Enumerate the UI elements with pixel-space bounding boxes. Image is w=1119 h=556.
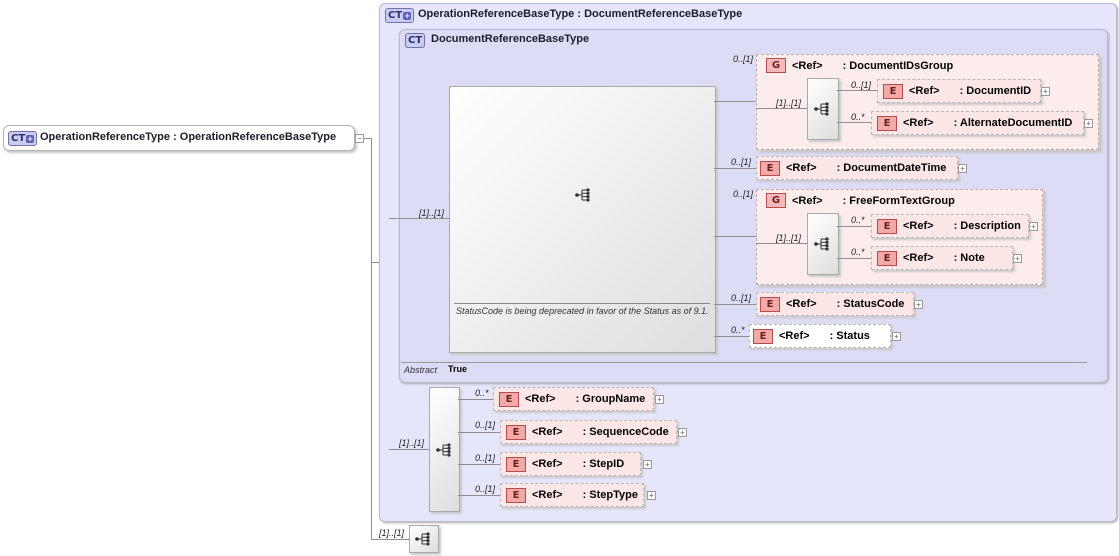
element-icon: E [877,115,897,131]
connector [389,218,449,219]
sequence-icon [415,532,430,546]
expand-icon[interactable]: + [643,460,652,469]
element-icon: E [883,83,903,99]
connector [756,243,807,244]
outer-ct-title: OperationReferenceBaseType : DocumentRef… [418,8,743,20]
abstract-label: Abstract [404,365,438,375]
expand-icon[interactable]: + [892,332,901,341]
expand-icon[interactable]: + [914,300,923,309]
cardinality: [1]..[1] [399,438,425,448]
abstract-value: True [448,364,468,374]
connector [458,432,500,433]
element-document-id[interactable]: E <Ref> : DocumentID [877,79,1041,103]
connector [756,108,807,109]
cardinality: [1]..[1] [379,528,405,538]
cardinality: 0..[1] [731,293,752,303]
expand-icon[interactable]: + [1084,119,1093,128]
element-sequence-code[interactable]: E <Ref> : SequenceCode [500,420,677,444]
inner-ct-title: DocumentReferenceBaseType [431,33,590,45]
element-step-id[interactable]: E <Ref> : StepID [500,452,641,476]
sequence-icon [575,188,590,202]
cardinality: 0..* [851,215,865,225]
element-icon: E [760,160,780,176]
cardinality: 0..* [851,247,865,257]
ct-icon: CT+ [385,8,415,23]
sequence-compositor[interactable] [409,525,439,553]
expand-icon[interactable]: + [1029,222,1038,231]
sequence-compositor[interactable] [807,213,839,275]
collapse-icon[interactable]: − [355,134,364,143]
cardinality: 0..[1] [731,157,752,167]
element-group-name[interactable]: E <Ref> : GroupName [493,387,654,411]
element-document-date-time[interactable]: E <Ref> : DocumentDateTime [756,156,958,180]
expand-icon[interactable]: + [1013,254,1022,263]
connector [458,464,500,465]
cardinality: [1]..[1] [419,208,445,218]
element-icon: E [506,487,526,503]
sequence-compositor[interactable]: StatusCode is being deprecated in favor … [449,86,716,353]
free-form-text-group-header: G <Ref> : FreeFormTextGroup [760,193,955,208]
cardinality: 0..[1] [733,189,754,199]
connector [458,495,500,496]
element-step-type[interactable]: E <Ref> : StepType [500,483,644,507]
cardinality: 0..[1] [475,420,496,430]
element-icon: E [877,250,897,266]
cardinality: 0..* [731,325,745,335]
element-status[interactable]: E <Ref> : Status [749,324,891,348]
cardinality: 0..[1] [475,453,496,463]
connector [371,138,372,540]
root-title: OperationReferenceType : OperationRefere… [40,131,337,143]
cardinality: [1]..[1] [776,98,802,108]
element-note[interactable]: E <Ref> : Note [871,246,1013,270]
element-icon: E [506,424,526,440]
annotation-text: StatusCode is being deprecated in favor … [456,306,709,316]
element-icon: E [877,218,897,234]
cardinality: [1]..[1] [776,233,802,243]
root-complex-type[interactable]: CT+ OperationReferenceType : OperationRe… [3,125,355,151]
connector [371,539,409,540]
element-icon: E [499,391,519,407]
connector [837,226,871,227]
connector [458,399,493,400]
connector [837,122,871,123]
group-icon: G [766,58,786,73]
cardinality: 0..[1] [475,484,496,494]
sequence-compositor[interactable] [429,387,460,512]
sequence-icon [814,237,829,251]
cardinality: 0..* [851,112,865,122]
element-icon: E [753,328,773,344]
connector [837,258,871,259]
element-alternate-document-id[interactable]: E <Ref> : AlternateDocumentID [871,111,1084,135]
expand-icon[interactable]: + [647,491,656,500]
connector [714,336,749,337]
expand-icon[interactable]: + [958,164,967,173]
ct-icon: CT [405,33,426,48]
connector [714,236,757,237]
connector [837,90,877,91]
cardinality: 0..[1] [851,80,872,90]
element-icon: E [760,296,780,312]
sequence-icon [814,102,829,116]
sequence-compositor[interactable] [807,78,839,140]
cardinality: 0..* [475,388,489,398]
cardinality: 0..[1] [733,54,754,64]
connector [714,168,756,169]
annotation-divider [454,303,710,304]
element-icon: E [506,456,526,472]
ct-icon: CT+ [8,131,38,146]
connector [714,101,757,102]
element-status-code[interactable]: E <Ref> : StatusCode [756,292,914,316]
expand-icon[interactable]: + [678,428,687,437]
expand-icon[interactable]: + [1041,87,1050,96]
expand-icon[interactable]: + [655,395,664,404]
group-icon: G [766,193,786,208]
connector [389,449,429,450]
document-ids-group-header: G <Ref> : DocumentIDsGroup [760,58,953,73]
connector [714,304,756,305]
element-description[interactable]: E <Ref> : Description [871,214,1029,238]
divider [401,362,1087,363]
sequence-icon [436,443,451,457]
